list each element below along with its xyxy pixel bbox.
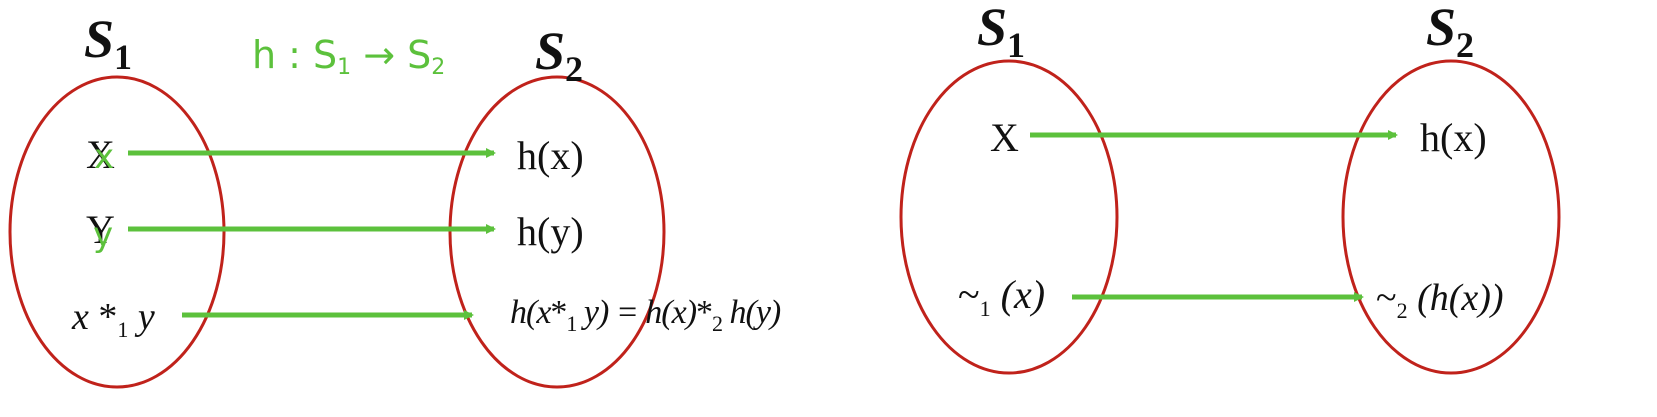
- left-element-operation: x *1 y: [72, 298, 155, 341]
- right-image-relation: ~2 (h(x)): [1376, 279, 1504, 322]
- left-set2-name: S: [535, 21, 566, 81]
- right-set2-label: S2: [1426, 0, 1474, 63]
- hand-title-sub1: 1: [337, 55, 352, 80]
- handwritten-map-title: h : S1 → S2: [252, 36, 445, 79]
- left-set2-ellipse: [448, 75, 666, 389]
- rel1-symbol: ~: [958, 272, 980, 317]
- eq-star1: *: [550, 294, 567, 331]
- hand-title-sub2: 2: [431, 55, 446, 80]
- eq-part-b: y) = h(x): [583, 294, 697, 331]
- op-sub: 1: [117, 317, 129, 342]
- eq-star2: *: [696, 294, 713, 331]
- right-set1-ellipse: [899, 59, 1119, 375]
- hand-title-prefix: h : S: [252, 33, 338, 77]
- homomorphism-equation: h(x*1 y) = h(x)*2 h(y): [510, 294, 782, 336]
- eq-sub1: 1: [566, 311, 577, 336]
- right-set1-name: S: [977, 0, 1008, 57]
- rel2-symbol: ~: [1376, 277, 1397, 319]
- left-element-x: X: [86, 132, 115, 177]
- right-set1-sub: 1: [1007, 25, 1026, 65]
- eq-part-a: h(x: [510, 294, 551, 331]
- left-set1-sub: 1: [114, 37, 133, 77]
- eq-sub2: 2: [712, 311, 723, 336]
- right-set2-ellipse: [1341, 59, 1561, 375]
- left-image-hy: h(y): [517, 209, 584, 254]
- right-set1-label: S1: [977, 0, 1025, 63]
- right-set2-sub: 2: [1456, 25, 1475, 65]
- handwritten-mark-y: y: [93, 215, 114, 255]
- right-element-relation: ~1 (x): [958, 275, 1045, 320]
- eq-part-c: h(y): [729, 294, 782, 331]
- left-set2-label: S2: [535, 24, 583, 87]
- left-set1-ellipse: [8, 75, 226, 389]
- left-element-y: Y: [86, 207, 115, 252]
- right-element-x: X: [990, 115, 1019, 160]
- left-image-hx: h(x): [517, 133, 584, 178]
- left-set1-name: S: [84, 9, 115, 69]
- rel1-arg: (x): [1000, 272, 1046, 317]
- rel1-sub: 1: [979, 296, 991, 321]
- right-set2-name: S: [1426, 0, 1457, 57]
- right-image-hx: h(x): [1420, 115, 1487, 160]
- op-star: *: [98, 296, 118, 338]
- rel2-sub: 2: [1396, 298, 1408, 323]
- op-lhs: x: [72, 296, 89, 338]
- handwritten-mark-x: x: [94, 137, 115, 177]
- rel2-arg: (h(x)): [1417, 277, 1504, 319]
- hand-title-arrow: → S: [351, 33, 432, 77]
- op-rhs: y: [137, 296, 155, 338]
- left-set1-label: S1: [84, 12, 132, 75]
- left-set2-sub: 2: [565, 49, 584, 89]
